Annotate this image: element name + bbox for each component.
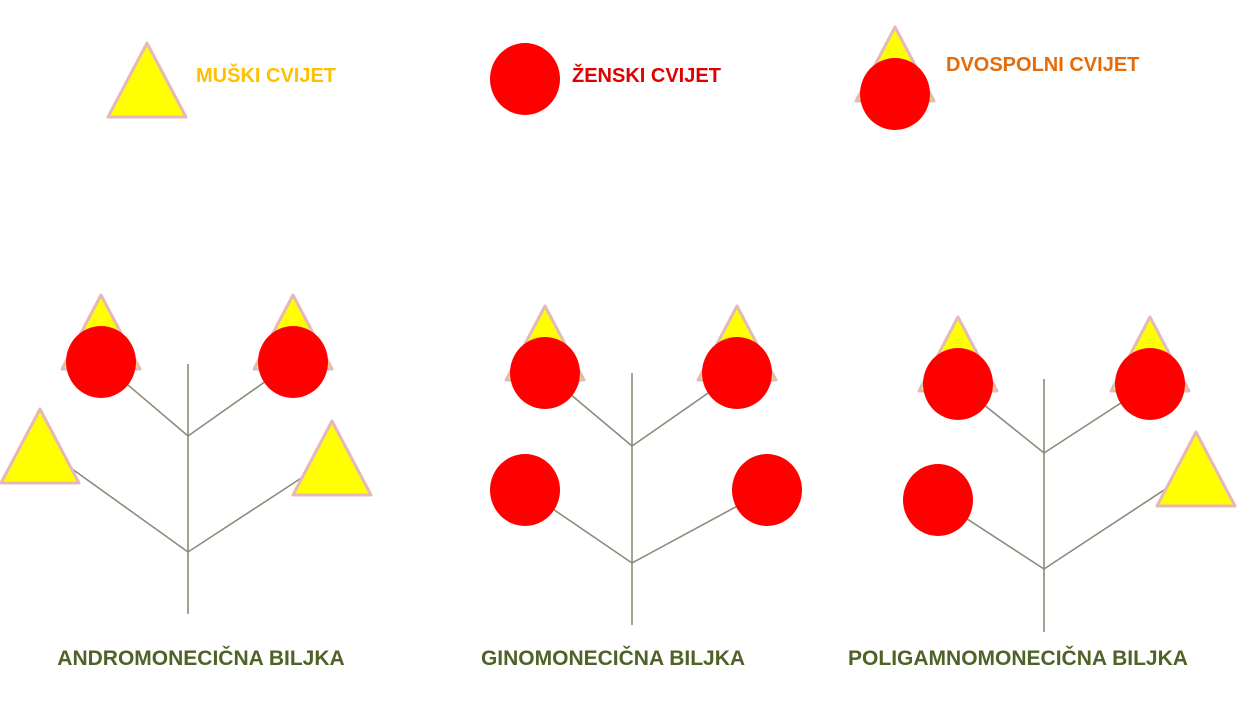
plant-caption-andromonoecious: ANDROMONECIČNA BILJKA	[57, 647, 345, 670]
flower-upper-right	[1109, 315, 1191, 420]
plant-1	[0, 293, 373, 614]
flower-upper-right	[696, 304, 778, 409]
flower-upper-right	[252, 293, 334, 398]
flower-lower-left	[903, 464, 973, 536]
legend-symbols	[106, 25, 936, 130]
legend-female-label: ŽENSKI CVIJET	[572, 65, 721, 87]
bisexual-circle-shape	[510, 337, 580, 409]
bisexual-circle-shape	[66, 326, 136, 398]
legend-bisexual-icon	[854, 25, 936, 130]
legend-male-triangle-icon	[106, 41, 188, 119]
plant-caption-gynomonoecious: GINOMONECIČNA BILJKA	[480, 647, 746, 670]
legend-bisexual-label: DVOSPOLNI CVIJET	[946, 54, 1140, 76]
bisexual-circle-shape	[1115, 348, 1185, 420]
plant-caption-polygamomonoecious: POLIGAMNOMONECIČNA BILJKA	[848, 647, 1188, 670]
bisexual-circle-shape	[702, 337, 772, 409]
flower-upper-left	[60, 293, 142, 398]
legend-female-circle-icon	[490, 43, 560, 115]
flower-upper-left	[504, 304, 586, 409]
flower-lower-left	[0, 407, 81, 485]
flower-lower-right	[1155, 430, 1237, 508]
bisexual-circle-shape	[258, 326, 328, 398]
bisexual-circle-shape	[923, 348, 993, 420]
plant-3	[903, 315, 1237, 632]
flower-lower-right	[732, 454, 802, 526]
flower-upper-left	[917, 315, 999, 420]
bisexual-circle-shape	[860, 58, 930, 130]
legend-male-label: MUŠKI CVIJET	[196, 65, 337, 87]
plant-2	[490, 304, 802, 625]
flower-lower-right	[291, 419, 373, 497]
plants-layer	[0, 293, 1237, 632]
flower-lower-left	[490, 454, 560, 526]
